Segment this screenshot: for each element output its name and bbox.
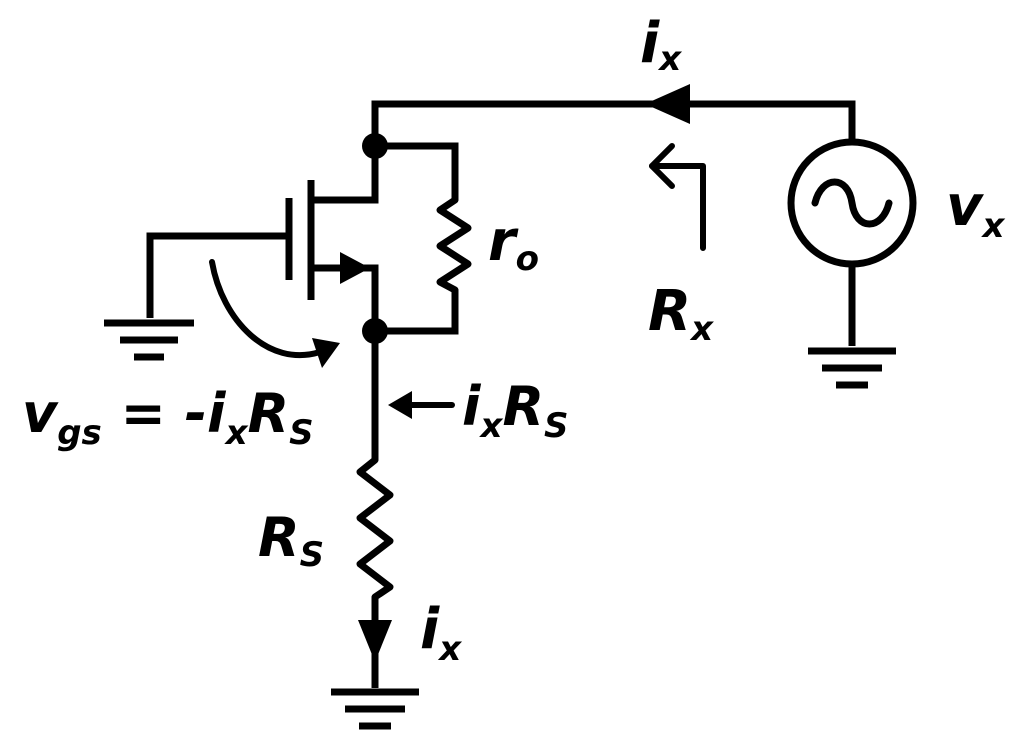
vgs-arrowhead: [312, 338, 340, 368]
sine-icon: [811, 178, 893, 228]
ixrs-arrow: [388, 391, 455, 419]
label-vgs-equation: vgs = -ixRS: [22, 382, 314, 453]
ro-top-wire: [375, 142, 459, 200]
label-ix-bottom: ix: [420, 597, 462, 669]
ground-rs-icon: [331, 688, 419, 730]
label-ix-top: ix: [640, 11, 682, 79]
mosfet-arrow-icon: [340, 252, 370, 284]
mosfet: [285, 146, 379, 331]
label-vx: vx: [946, 174, 1006, 246]
ac-voltage-source: [787, 138, 917, 268]
label-rx: Rx: [648, 279, 714, 349]
label-rs: RS: [258, 506, 324, 575]
gate-wire: [146, 232, 289, 318]
rs-resistor: [356, 456, 394, 601]
ix-top-arrow: [645, 84, 690, 124]
ix-bottom-arrow: [358, 620, 392, 662]
vgs-curved-arrow: [209, 259, 323, 359]
label-ixrs: ixRS: [462, 375, 569, 446]
label-ro: ro: [488, 209, 539, 279]
ground-source-icon: [808, 347, 896, 389]
top-wire: [371, 100, 856, 146]
rx-arrow: [649, 143, 706, 251]
ro-bottom-wire: [375, 290, 459, 335]
ground-gate-icon: [104, 319, 194, 361]
ro-resistor: [436, 196, 472, 294]
